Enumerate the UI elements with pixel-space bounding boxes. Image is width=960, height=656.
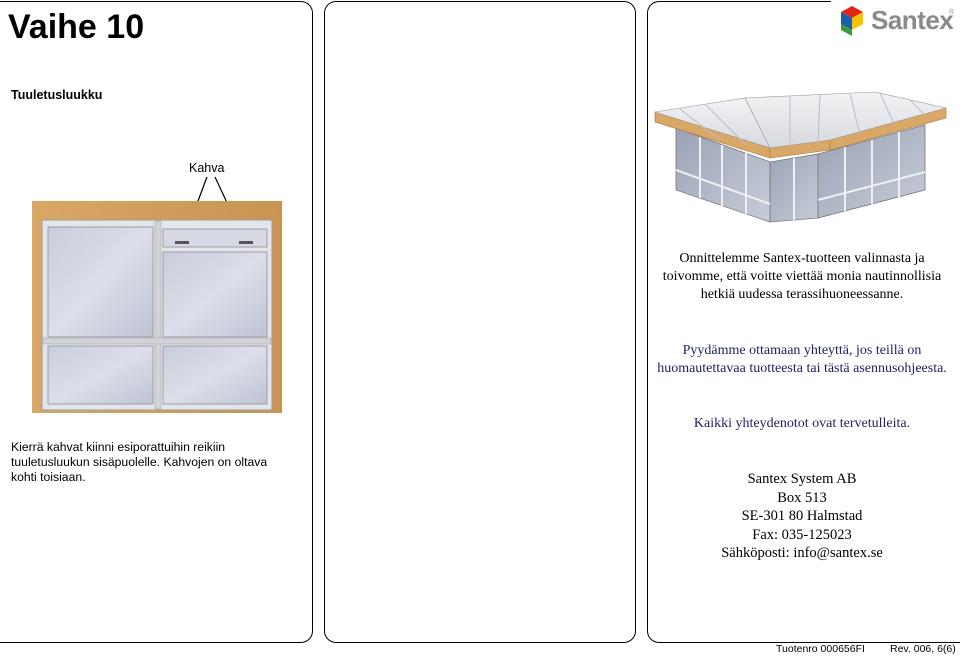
santex-logo-mark — [841, 6, 863, 36]
logo-registered-mark: ® — [949, 9, 955, 16]
congratulations-text: Onnittelemme Santex-tuotteen valinnasta … — [662, 251, 942, 302]
company-fax: Fax: 035-125023 — [752, 526, 852, 543]
callout-label: Kahva — [189, 161, 225, 175]
glass-pane — [162, 345, 268, 405]
glass-pane — [162, 251, 268, 338]
company-name: Santex System AB — [747, 471, 857, 487]
santex-logo: Santex ® — [831, 0, 960, 42]
handle-left — [175, 241, 189, 244]
company-address: Santex System AB Box 513 SE-301 80 Halms… — [652, 470, 952, 563]
doc-number: Tuotenro 000656FI — [776, 643, 865, 655]
glass-pane — [47, 226, 154, 338]
revision: Rev. 006, 6(6) — [890, 643, 956, 655]
step-subtitle: Tuuletusluukku — [11, 88, 103, 102]
handle-right — [239, 241, 253, 244]
company-box: Box 513 — [777, 489, 827, 506]
contact-request-text: Pyydämme ottamaan yhteyttä, jos teillä o… — [657, 343, 947, 376]
welcome-text: Kaikki yhteydenotot ovat tervetulleita. — [693, 416, 911, 431]
company-email: Sähköposti: info@santex.se — [721, 545, 883, 561]
sunroom-illustration — [654, 91, 947, 223]
window-illustration — [32, 176, 282, 413]
middle-panel — [324, 1, 636, 643]
instruction-text: Kierrä kahvat kiinni esiporattuihin reik… — [11, 440, 268, 484]
glass-pane — [47, 345, 154, 405]
logo-wordmark: Santex — [871, 5, 954, 35]
step-title: Vaihe 10 — [8, 8, 145, 46]
company-postal: SE-301 80 Halmstad — [741, 508, 863, 524]
